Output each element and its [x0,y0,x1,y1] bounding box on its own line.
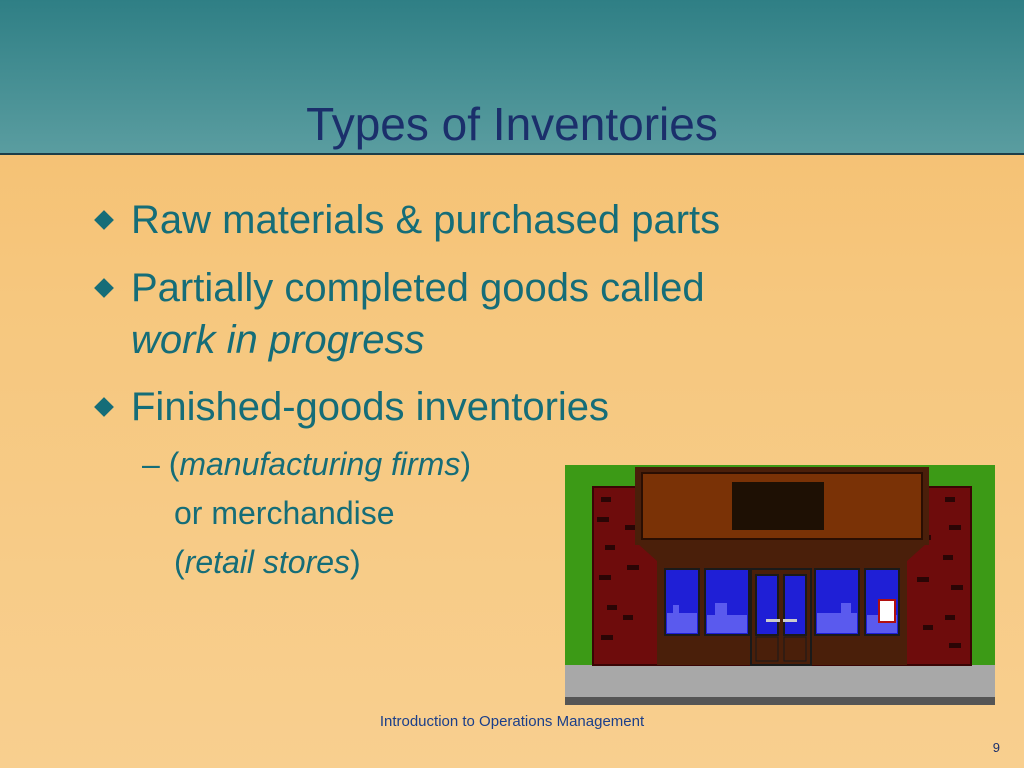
sub-bullet-dash: – [142,446,160,482]
diamond-bullet-icon [94,278,114,298]
diamond-bullet-icon [94,397,114,417]
sub-bullet-line3: (retail stores) [174,538,361,586]
sub-bullet-retail: retail stores [184,544,351,580]
slide-title: Types of Inventories [306,98,718,150]
sub-bullet-manufacturing: manufacturing firms [179,446,461,482]
sub-bullet-close-paren: ) [460,446,471,482]
bullet-finished-goods: Finished-goods inventories [131,385,610,429]
page-number: 9 [992,740,1000,755]
bullet-raw-materials: Raw materials & purchased parts [131,198,721,242]
diamond-bullet-icon [94,210,114,230]
storefront-clipart-icon [565,465,995,705]
sub-bullet-line1: – (manufacturing firms) [142,440,471,488]
sub-bullet-line2: or merchandise [174,495,395,531]
bullet-partially-completed: Partially completed goods called [131,266,705,310]
bullet-work-in-progress: work in progress [131,318,425,362]
sub-bullet-open-paren2: ( [174,544,185,580]
footer-course-title: Introduction to Operations Management [379,713,645,730]
title-banner [0,0,1024,155]
sub-bullet-close-paren2: ) [350,544,361,580]
sub-bullet-open-paren: ( [168,446,180,482]
